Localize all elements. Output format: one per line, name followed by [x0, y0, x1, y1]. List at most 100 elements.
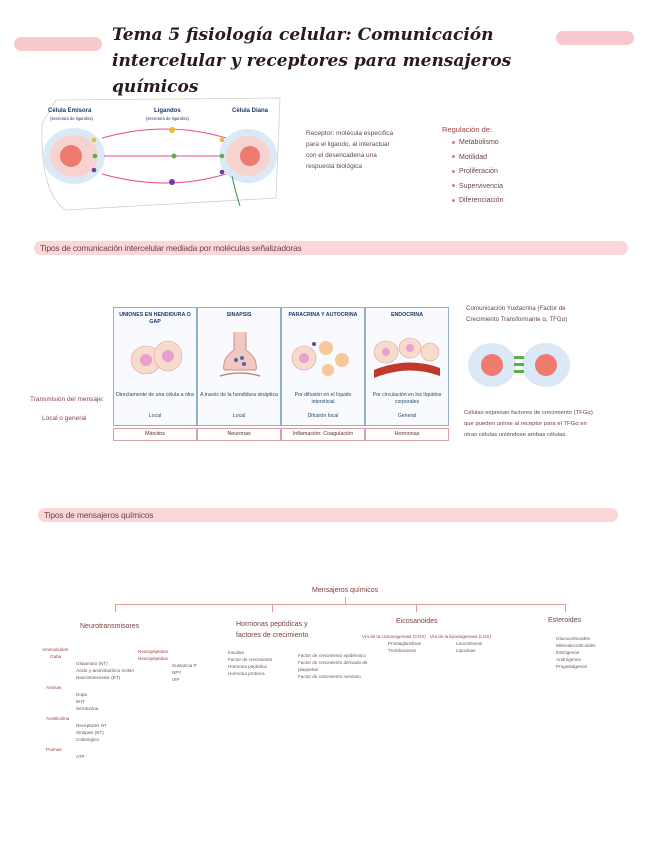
hormonas-list: Insulina Factor de crecimiento Hormona p…: [228, 649, 298, 677]
list-item: Hormona peptídica: [228, 664, 267, 669]
list-item: Estrógenos: [556, 650, 580, 655]
col-desc: A través de la hendidura sináptica: [200, 392, 278, 398]
list-item: Proliferación: [452, 165, 562, 180]
ligandos-sublabel: (secretora de ligandos): [146, 116, 189, 121]
list-item: Dopa: [76, 692, 87, 697]
branch-neurotransmisores: Neurotransmisores: [80, 623, 140, 630]
ligand-diagram: Célula Emisora (secretora de ligandos) L…: [36, 94, 288, 212]
list-item: Glutamato (NT): [76, 661, 108, 666]
branch-esteroides: Esteroides: [548, 617, 582, 624]
col-header: PARACRINA Y AUTOCRINA: [288, 312, 358, 318]
list-item: Factor de crecimiento: [228, 657, 273, 662]
example-cell: Miocitos: [113, 428, 197, 441]
col-desc: Por circulación en los líquidos corporal…: [372, 392, 442, 405]
yuxtacrina-title: Comunicación Yuxtacrina (Factor de Creci…: [466, 303, 636, 325]
list-head: Purinas: [46, 747, 62, 752]
transmision-line: Transmisión del mensaje:: [30, 396, 104, 403]
list-item: Supervivencia: [452, 180, 562, 195]
endocrine-icon: [373, 337, 440, 378]
yuxtacrina-title-line: Comunicación Yuxtacrina (Factor de: [466, 305, 566, 312]
yuxtacrina-note-line: Células expresan factores de crecimiento…: [464, 410, 593, 416]
ligandos-label: Ligandos: [154, 108, 181, 114]
list-item: Metabolismo: [452, 136, 562, 151]
list-item: Receptores NT: [76, 723, 107, 728]
receptor-line: Receptor: molécula específica: [306, 130, 394, 137]
yuxtacrina-title-line: Crecimiento Transformante α, TFGα): [466, 316, 568, 323]
tree-connector: [416, 604, 417, 612]
col-header: ENDOCRINA: [390, 312, 424, 318]
emisora-sublabel: (secretora de ligandos): [50, 116, 93, 121]
tree-connector: [115, 604, 116, 612]
tree-connector: [345, 597, 346, 605]
col-sinapsis: SINAPSIS A través de la hendidura sinápt…: [197, 307, 281, 426]
transmision-label: Transmisión del mensaje: Local o general: [30, 394, 104, 424]
section-label-1: Tipos de comunicación intercelular media…: [40, 243, 302, 253]
list-item: Prostaglandinas: [388, 641, 421, 646]
list-item: NPY: [172, 670, 182, 675]
receptor-note: Receptor: molécula específica para el li…: [306, 128, 426, 172]
yuxtacrina-note-line: otras células uniéndose ambas células.: [464, 432, 567, 438]
paracrine-icon: [291, 341, 349, 376]
transmision-line: Local o general: [42, 415, 87, 422]
receptor-line: con el desencadena una: [306, 152, 377, 159]
esteroides-list: Glucocorticoides Mineralocorticoides Est…: [556, 635, 626, 670]
tree-root: Mensajeros químicos: [312, 587, 379, 594]
tree-connector: [115, 604, 565, 605]
branch-eicosanoides: Eicosanoides: [396, 618, 438, 625]
neuro-left-list: Aminoácidos Gaba Glutamato (NT) Ácido γ-…: [42, 646, 142, 760]
col-desc: Directamente de una célula a otra: [116, 392, 194, 398]
col-endocrina: ENDOCRINA Por circulación en los líquido…: [365, 307, 449, 426]
list-item: Colinérgico: [76, 737, 99, 742]
juxtacrine-cells-icon: [468, 343, 570, 387]
list-item: Ácido γ-aminobutírico GABA: [76, 668, 135, 673]
emisora-label: Célula Emisora: [48, 108, 92, 114]
list-head: Vía de la lipooxigenasa (LOX): [430, 634, 492, 639]
gap-cells-icon: [130, 340, 183, 375]
list-head: Neuropéptidos: [138, 656, 168, 661]
synapse-icon: [219, 332, 261, 377]
receptor-line: para el ligando, al interactuar: [306, 141, 390, 148]
list-item: Insulina: [228, 650, 244, 655]
list-item: Mineralocorticoides: [556, 643, 596, 648]
list-head: Acetilcolina: [46, 716, 70, 721]
col-kind: Local: [148, 413, 162, 419]
list-item: Factor de crecimiento derivado de plaque…: [298, 660, 368, 672]
list-item: Neurotransmisor (ET): [76, 675, 121, 680]
list-item: Lipoxinas: [456, 648, 476, 653]
receptor-line: respuesta biológica: [306, 163, 363, 170]
yuxtacrina-note-line: que pueden unirse al receptor para el TF…: [464, 421, 587, 427]
list-item: ATP: [76, 754, 85, 759]
col-paracrina: PARACRINA Y AUTOCRINA Por difusión en el…: [281, 307, 365, 426]
col-kind: Difusión local: [307, 413, 339, 419]
example-cell: Neuronas: [197, 428, 281, 441]
regulacion-list: Metabolismo Motilidad Proliferación Supe…: [452, 136, 562, 209]
list-item: Andrógenos: [556, 657, 581, 662]
ligand-diagram-svg: [41, 97, 281, 211]
example-cell: Inflamación: Coagulación: [281, 428, 365, 441]
list-item: Factor de crecimiento epidérmico: [298, 653, 366, 658]
list-item: Serotonina: [76, 706, 99, 711]
title-line-2: intercelular y receptores para mensajero…: [112, 51, 512, 97]
diana-label: Célula Diana: [232, 108, 269, 114]
eico-right: Vía de la lipooxigenasa (LOX) Leucotrien…: [430, 633, 500, 654]
list-item: Factor de crecimiento nervioso: [298, 674, 361, 679]
list-head: Aminas: [46, 685, 62, 690]
list-item: 5HT: [76, 699, 85, 704]
col-kind: Local: [232, 413, 246, 419]
tree-connector: [565, 604, 566, 612]
list-item: Progestágenos: [556, 664, 587, 669]
section-label-2: Tipos de mensajeros químicos: [44, 510, 154, 520]
list-item: Diferenciación: [452, 194, 562, 209]
col-kind: General: [397, 413, 417, 419]
regulacion-block: Regulación de: Metabolismo Motilidad Pro…: [442, 125, 562, 209]
header-decor-left: [14, 37, 102, 51]
branch-hormonas: Hormonas peptídicas y factores de crecim…: [236, 621, 309, 639]
list-item: Tromboxanos: [388, 648, 416, 653]
list-item: VIP: [172, 677, 180, 682]
col-gap: UNIONES EN HENDIDURA O GAP Directamente …: [113, 307, 197, 426]
list-item: Leucotrienos: [456, 641, 483, 646]
eico-left: Vía de la ciclooxigenasa (COX) Prostagla…: [362, 633, 432, 654]
col-header: SINAPSIS: [226, 312, 252, 318]
list-head: Neuropéptidos: [138, 649, 168, 654]
regulacion-title: Regulación de:: [442, 125, 493, 134]
